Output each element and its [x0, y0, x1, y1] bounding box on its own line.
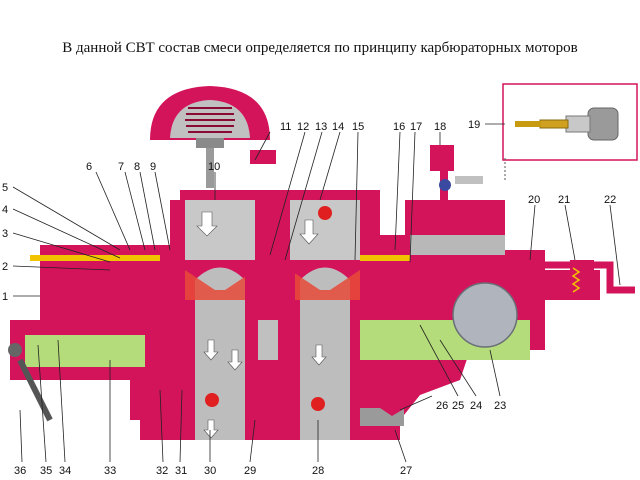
label-1: 1 [2, 291, 8, 303]
label-28: 28 [312, 465, 324, 477]
label-27: 27 [400, 465, 412, 477]
label-23: 23 [494, 400, 506, 412]
label-30: 30 [204, 465, 216, 477]
label-12: 12 [297, 121, 309, 133]
solenoid-18 [430, 145, 483, 211]
label-26: 26 [436, 400, 448, 412]
label-36: 36 [14, 465, 26, 477]
inset-solenoid [502, 83, 638, 180]
throttle-valve-secondary [311, 397, 325, 411]
label-20: 20 [528, 194, 540, 206]
label-2: 2 [2, 261, 8, 273]
carburetor-diagram: 5 4 3 2 1 6 7 8 9 10 11 12 13 14 15 16 1… [2, 83, 638, 477]
label-25: 25 [452, 400, 464, 412]
label-19: 19 [468, 119, 480, 131]
label-29: 29 [244, 465, 256, 477]
label-18: 18 [434, 121, 446, 133]
slide-title: В данной СВТ состав смеси определяется п… [62, 40, 578, 56]
label-10: 10 [208, 161, 220, 173]
label-32: 32 [156, 465, 168, 477]
label-35: 35 [40, 465, 52, 477]
label-6: 6 [86, 161, 92, 173]
throttle-valve-primary [205, 393, 219, 407]
air-damper [318, 206, 332, 220]
label-3: 3 [2, 228, 8, 240]
diaphragm-housing [150, 86, 276, 188]
label-7: 7 [118, 161, 124, 173]
label-11: 11 [280, 121, 291, 133]
mixing-chambers [185, 200, 360, 440]
label-4: 4 [2, 204, 8, 216]
idle-jet-27 [360, 392, 412, 426]
label-5: 5 [2, 182, 8, 194]
label-33: 33 [104, 465, 116, 477]
label-24: 24 [470, 400, 482, 412]
label-13: 13 [315, 121, 327, 133]
label-8: 8 [134, 161, 140, 173]
label-22: 22 [604, 194, 616, 206]
float [452, 282, 518, 348]
label-21: 21 [558, 194, 570, 206]
label-9: 9 [150, 161, 156, 173]
label-14: 14 [332, 121, 344, 133]
label-34: 34 [59, 465, 71, 477]
label-17: 17 [410, 121, 422, 133]
label-16: 16 [393, 121, 405, 133]
label-15: 15 [352, 121, 364, 133]
label-31: 31 [175, 465, 187, 477]
